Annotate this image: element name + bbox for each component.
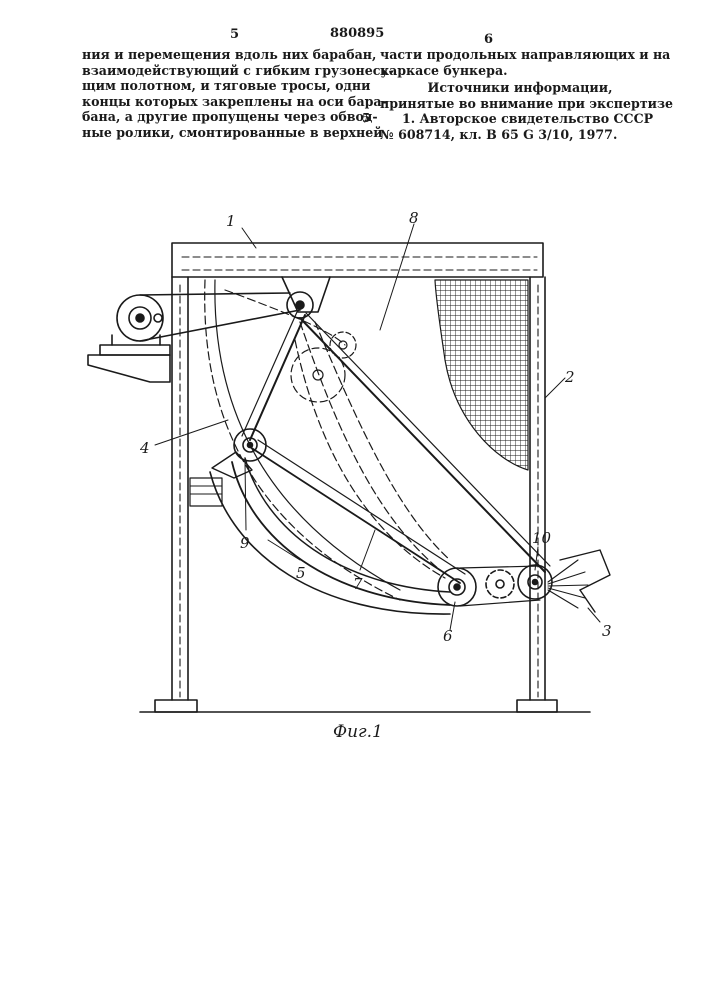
label-10: 10	[532, 529, 552, 547]
label-4: 4	[139, 439, 150, 457]
discharge-chute-3	[548, 550, 610, 612]
label-9: 9	[240, 534, 250, 552]
drive-pulley	[117, 295, 163, 341]
drum-6	[438, 568, 476, 606]
belt-5	[232, 462, 450, 605]
upper-roller	[282, 277, 330, 318]
frame-arm-4	[250, 315, 305, 440]
top-beam	[172, 243, 543, 277]
label-5: 5	[296, 564, 306, 582]
label-7: 7	[353, 575, 363, 593]
left-frame-leg	[155, 277, 197, 712]
mid-roller	[486, 570, 514, 598]
figure-caption: Фиг.1	[333, 722, 383, 742]
label-8: 8	[409, 209, 419, 227]
label-6: 6	[443, 627, 453, 645]
drive-console	[88, 335, 170, 382]
mesh-screen	[435, 280, 528, 470]
label-2: 2	[564, 368, 575, 386]
label-1: 1	[226, 212, 236, 230]
label-3: 3	[602, 622, 612, 640]
